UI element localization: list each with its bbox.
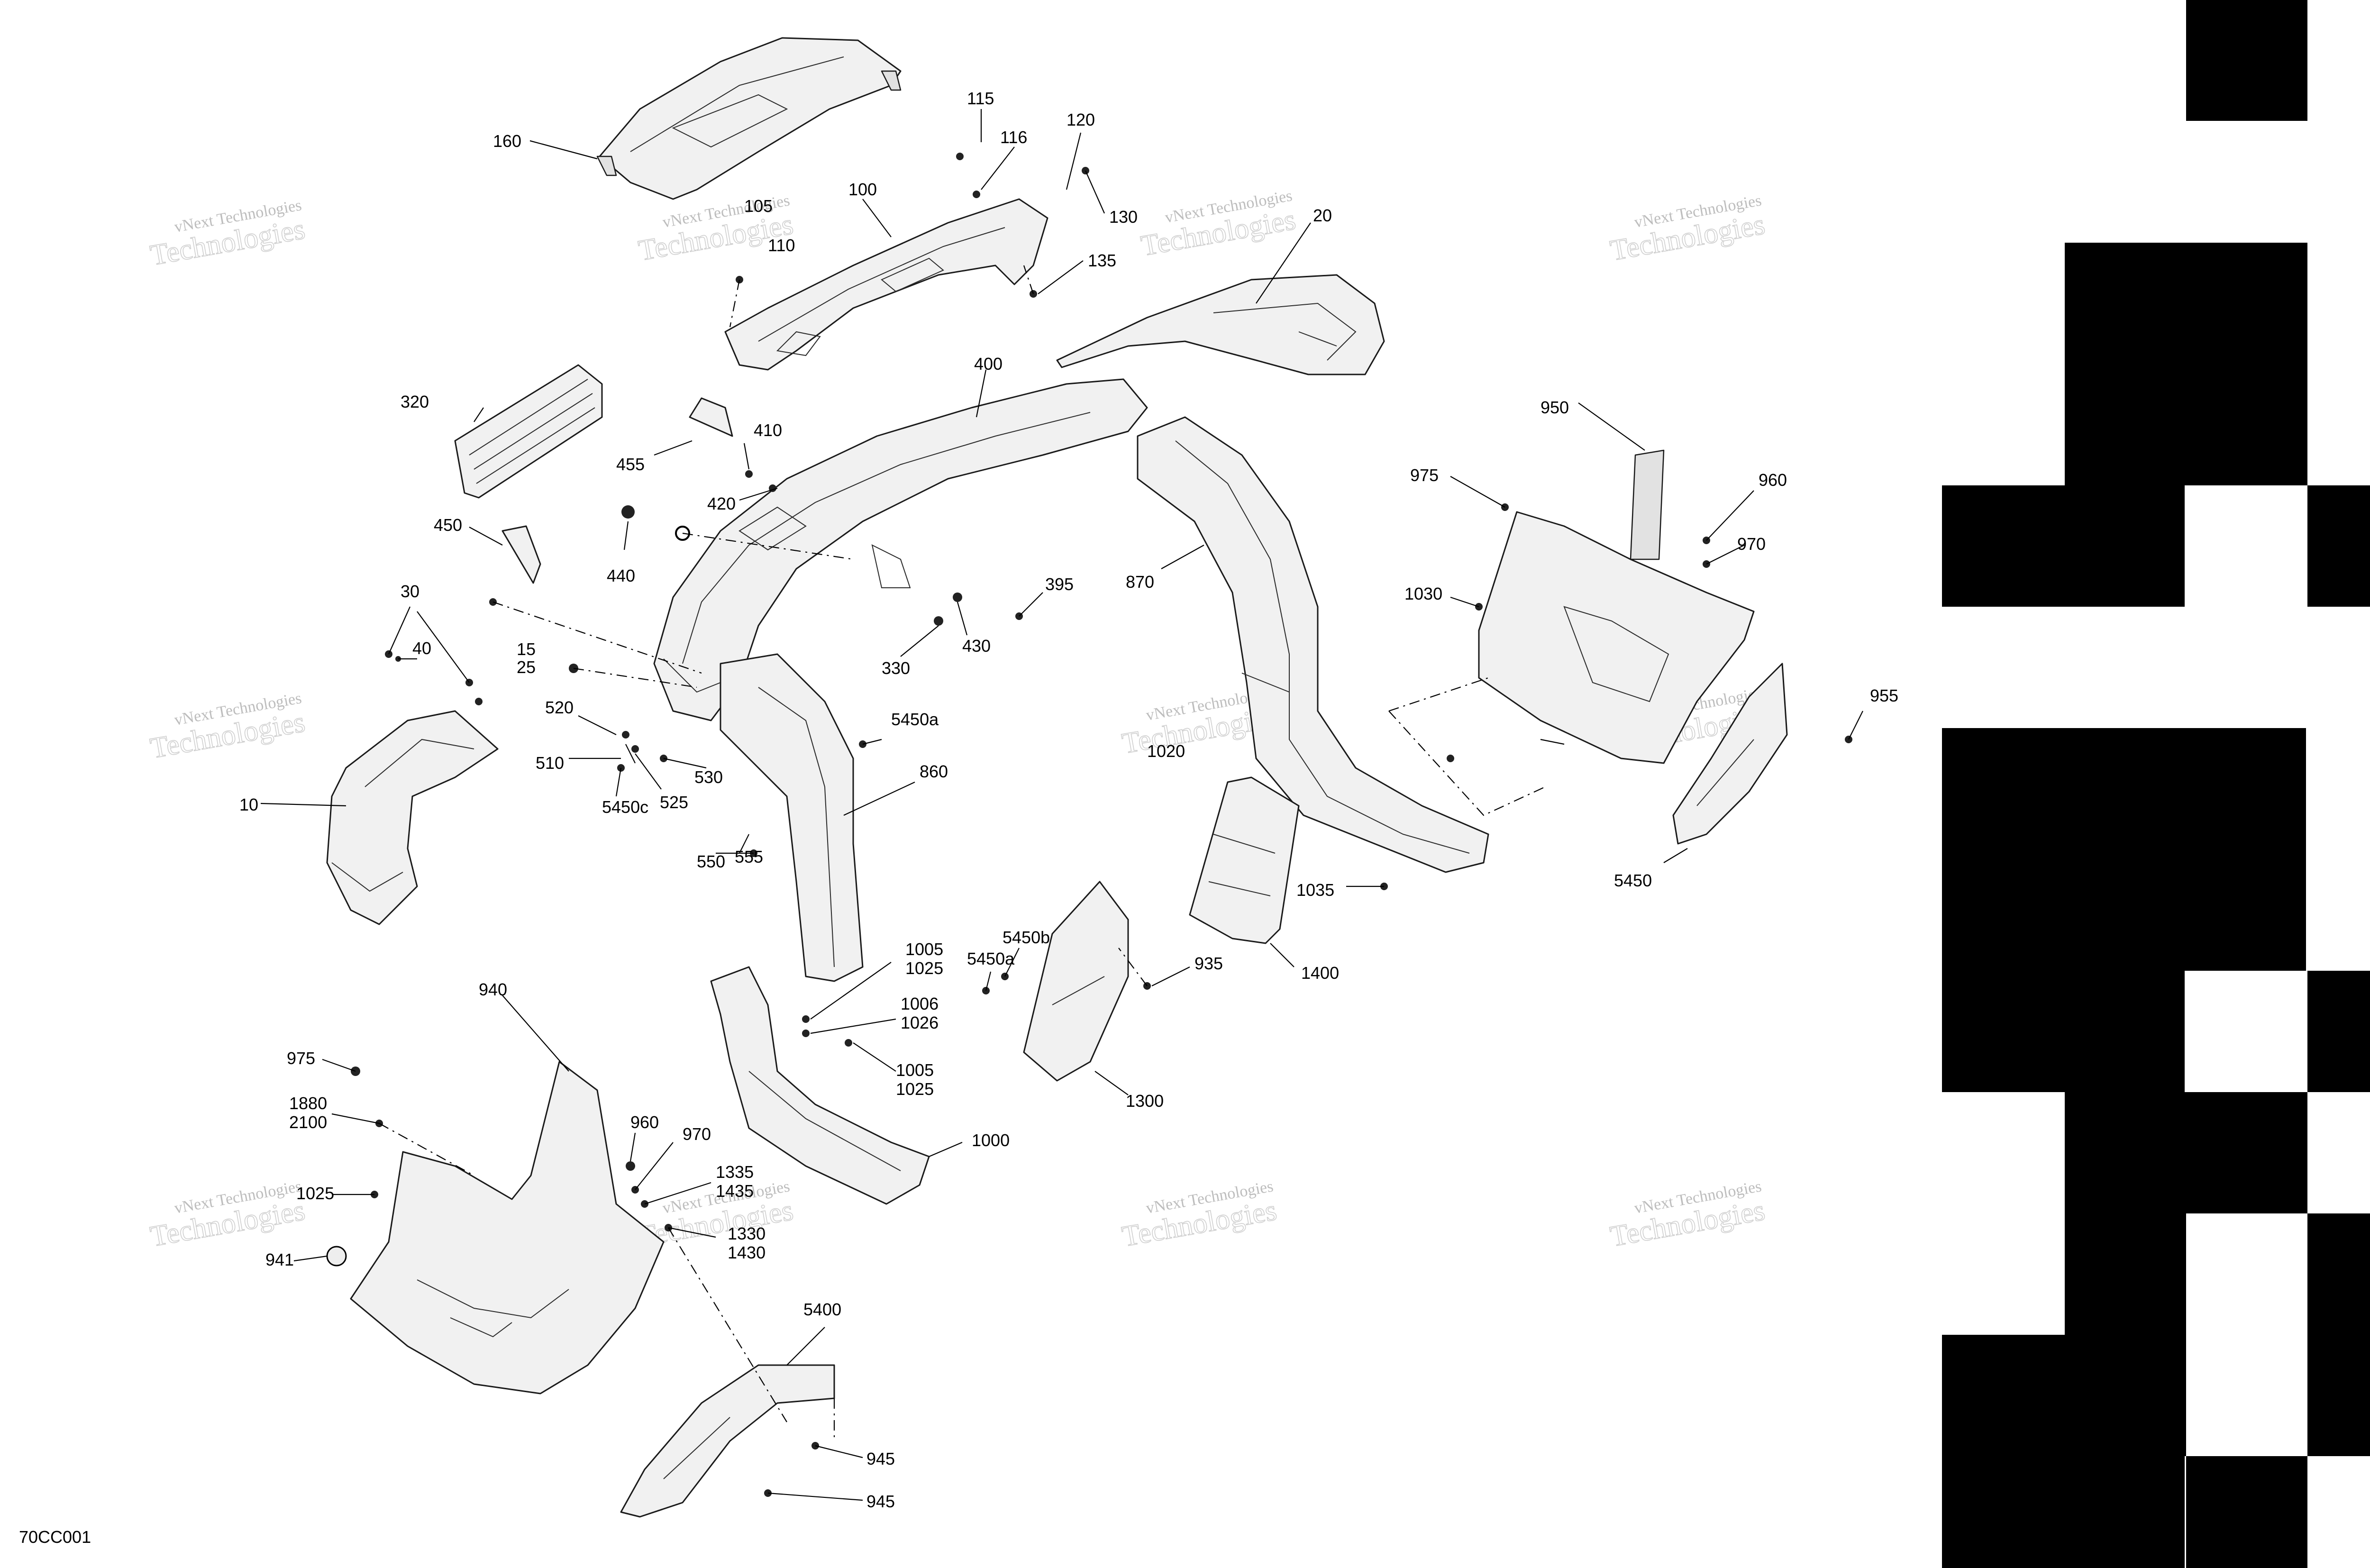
- callout-1025-bot: 1025: [896, 1079, 934, 1099]
- callout-5450a-mid: 5450a: [967, 949, 1015, 968]
- callout-395: 395: [1045, 574, 1074, 594]
- callout-1025-top: 1025: [905, 958, 943, 978]
- callout-120: 120: [1066, 110, 1095, 129]
- callout-935: 935: [1194, 954, 1223, 973]
- callout-1000: 1000: [972, 1130, 1010, 1150]
- callout-955: 955: [1870, 686, 1898, 705]
- part-100-upper-frame: [724, 198, 1048, 371]
- part-950-rear-tray: [1478, 449, 1755, 764]
- callout-870: 870: [1126, 572, 1154, 592]
- qr-code-pattern: [1942, 0, 2370, 1568]
- callout-430: 430: [962, 636, 991, 656]
- callout-960-right: 960: [1759, 470, 1787, 490]
- callout-950: 950: [1540, 398, 1569, 417]
- callout-5400: 5400: [803, 1300, 841, 1319]
- callout-450: 450: [434, 515, 462, 535]
- diagram-code: 70CC001: [19, 1527, 91, 1547]
- callouts: 160 115 116 120 100 105 110 130 135 20 4…: [239, 89, 1898, 1511]
- callout-1300: 1300: [1126, 1091, 1164, 1111]
- callout-1020: 1020: [1147, 741, 1185, 761]
- callout-1005-top: 1005: [905, 939, 943, 959]
- callout-941: 941: [265, 1250, 294, 1269]
- callout-520: 520: [545, 698, 574, 717]
- part-455-triangle: [689, 397, 733, 437]
- callout-20: 20: [1313, 206, 1332, 225]
- callout-2100: 2100: [289, 1112, 327, 1132]
- callout-1430: 1430: [728, 1243, 766, 1262]
- callout-5450: 5450: [1614, 871, 1652, 890]
- callout-1005-bot: 1005: [896, 1060, 934, 1080]
- callout-1030: 1030: [1404, 584, 1442, 603]
- callout-330: 330: [882, 658, 910, 678]
- callout-5450c: 5450c: [602, 797, 648, 817]
- callout-940: 940: [479, 980, 507, 999]
- part-1300-panel: [1023, 881, 1129, 1082]
- part-5400-left-bracket: [620, 1364, 835, 1518]
- callout-1330: 1330: [728, 1224, 766, 1243]
- callout-455: 455: [616, 455, 645, 474]
- callout-25: 25: [517, 657, 536, 677]
- part-320-grille: [454, 364, 603, 499]
- callout-115: 115: [967, 89, 994, 108]
- assembly-lines: [379, 265, 1546, 1441]
- callout-510: 510: [536, 753, 564, 773]
- callout-100: 100: [848, 180, 877, 199]
- callout-975-left: 975: [287, 1048, 315, 1068]
- callout-1035: 1035: [1296, 880, 1334, 900]
- callout-970-right: 970: [1737, 534, 1766, 554]
- callout-160: 160: [493, 131, 521, 151]
- part-20-front-fender: [1056, 274, 1385, 375]
- callout-116: 116: [1000, 128, 1027, 147]
- part-1000-rocker: [710, 966, 930, 1205]
- callout-960-left: 960: [630, 1112, 659, 1132]
- callout-5450b: 5450b: [1003, 928, 1050, 947]
- callout-135: 135: [1088, 251, 1116, 270]
- callout-555: 555: [735, 847, 763, 866]
- part-940-left-tray: [350, 1061, 665, 1395]
- part-10-left-fender: [326, 710, 499, 925]
- callout-40: 40: [412, 638, 431, 658]
- part-870-rear-fender: [1137, 416, 1489, 873]
- callout-525: 525: [660, 793, 688, 812]
- callout-5450a-top: 5450a: [891, 710, 939, 729]
- part-5450-right-bracket: [1672, 663, 1788, 845]
- callout-15: 15: [517, 639, 536, 659]
- part-450-triangle: [501, 525, 541, 584]
- part-860-side-panel: [720, 653, 864, 982]
- callout-1335: 1335: [716, 1162, 754, 1182]
- part-1400-panel: [1189, 776, 1300, 944]
- callout-1435: 1435: [716, 1181, 754, 1201]
- watermarks: vNext Technologies Technologies vNext Te…: [147, 187, 1768, 1253]
- callout-420: 420: [707, 494, 736, 513]
- callout-530: 530: [694, 767, 723, 787]
- callout-860: 860: [920, 762, 948, 781]
- callout-1006: 1006: [901, 994, 939, 1013]
- callout-945-top: 945: [866, 1449, 895, 1468]
- callout-400: 400: [974, 354, 1003, 374]
- callout-110: 110: [768, 236, 795, 255]
- callout-1400: 1400: [1301, 963, 1339, 983]
- callout-440: 440: [607, 566, 635, 585]
- callout-1880: 1880: [289, 1094, 327, 1113]
- callout-10: 10: [239, 795, 258, 814]
- callout-320: 320: [401, 392, 429, 411]
- callout-945-bot: 945: [866, 1492, 895, 1511]
- callout-550: 550: [697, 852, 725, 871]
- part-160-top-cover: [596, 37, 902, 200]
- leader-lines: [260, 109, 1863, 1501]
- callout-130: 130: [1109, 207, 1138, 227]
- callout-410: 410: [754, 420, 782, 440]
- callout-105: 105: [744, 196, 773, 216]
- callout-30: 30: [401, 582, 419, 601]
- callout-970-left: 970: [683, 1124, 711, 1144]
- callout-1026: 1026: [901, 1013, 939, 1032]
- callout-975-right: 975: [1410, 465, 1439, 485]
- callout-1025-left: 1025: [296, 1184, 334, 1203]
